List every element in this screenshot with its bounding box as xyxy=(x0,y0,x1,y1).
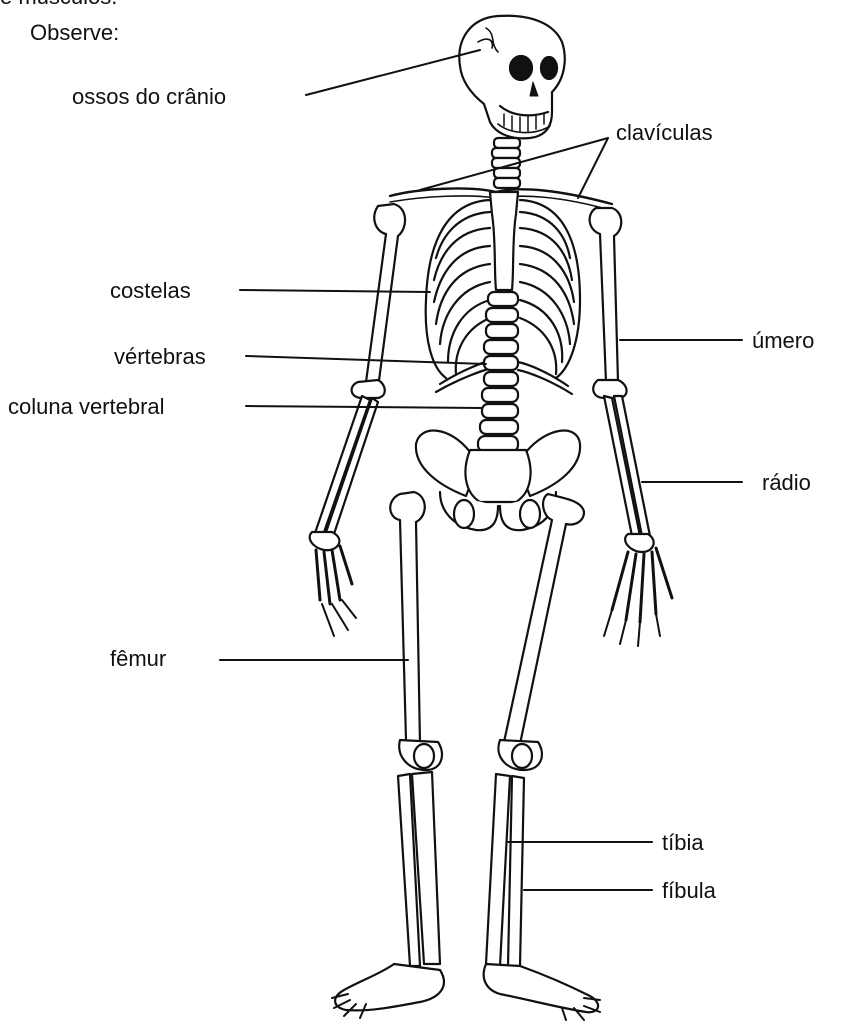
leader-ribs xyxy=(240,290,430,292)
right-leg xyxy=(484,494,600,1020)
label-spine: coluna vertebral xyxy=(8,394,165,420)
label-clavicles: clavículas xyxy=(616,120,713,146)
sternum xyxy=(490,192,518,290)
label-ribs: costelas xyxy=(110,278,191,304)
label-humerus: úmero xyxy=(752,328,814,354)
label-fibula: fíbula xyxy=(662,878,716,904)
label-vertebrae: vértebras xyxy=(114,344,206,370)
label-skull: ossos do crânio xyxy=(72,84,226,110)
leader-vertebrae xyxy=(246,356,486,364)
skull xyxy=(459,16,564,139)
leader-clavicle-right xyxy=(578,138,608,198)
right-arm xyxy=(590,208,672,646)
left-arm xyxy=(310,204,405,636)
lumbar-vertebrae xyxy=(478,292,518,452)
leader-spine xyxy=(246,406,482,408)
label-tibia: tíbia xyxy=(662,830,704,856)
label-femur: fêmur xyxy=(110,646,166,672)
label-radius: rádio xyxy=(762,470,811,496)
leader-skull xyxy=(306,50,480,95)
